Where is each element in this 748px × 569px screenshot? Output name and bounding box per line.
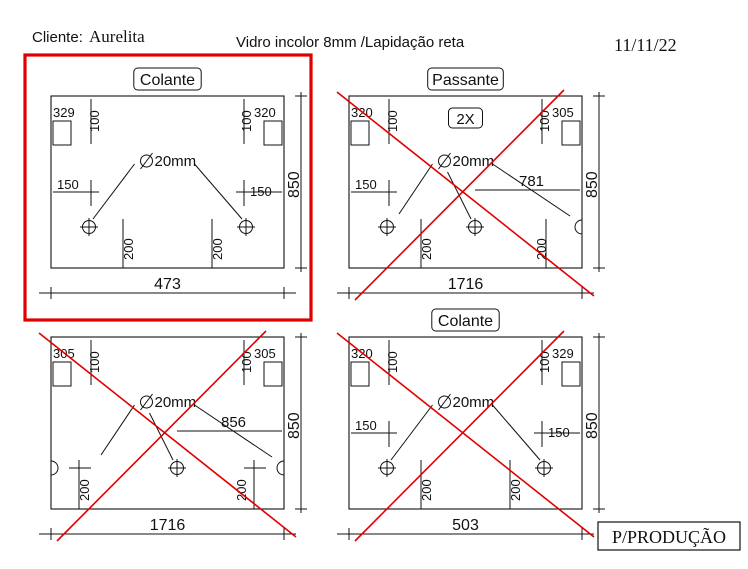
void-cross-a [336, 91, 595, 297]
void-cross-b [354, 330, 565, 542]
panel-p4: Colante32032910010020mm15015020020050385… [336, 308, 605, 542]
order-date: 11/11/22 [614, 35, 677, 55]
offset-dim-right: 100 [537, 110, 552, 132]
corner-dim-right: 305 [552, 105, 574, 120]
void-cross-a [336, 332, 595, 538]
bottom-dim-left: 200 [77, 479, 92, 501]
corner-dim-right: 305 [254, 346, 276, 361]
overall-height: 850 [584, 412, 601, 439]
void-cross-a [38, 332, 297, 538]
corner-cutout-right [263, 120, 283, 146]
production-stamp: P/PRODUÇÃO [612, 526, 726, 547]
corner-dim-right: 320 [254, 105, 276, 120]
corner-cutout-left [52, 361, 72, 387]
leader-left [398, 163, 433, 215]
corner-cutout-right [561, 361, 581, 387]
void-cross-b [354, 89, 565, 301]
hole-diameter: 20mm [453, 394, 495, 411]
diameter-symbol [438, 395, 451, 409]
panel-tag: Passante [432, 72, 499, 89]
overall-width: 503 [452, 517, 479, 534]
overall-width: 473 [154, 276, 181, 293]
panel-tag: Colante [140, 72, 195, 89]
offset-dim-left: 100 [87, 351, 102, 373]
corner-dim-right: 329 [552, 346, 574, 361]
hole-diameter: 20mm [155, 394, 197, 411]
hole-diameter: 20mm [155, 153, 197, 170]
bottom-dim-left: 200 [419, 479, 434, 501]
selected-frame [23, 53, 313, 322]
void-cross-b [56, 330, 267, 542]
offset-dim-right: 100 [239, 110, 254, 132]
overall-height: 850 [584, 171, 601, 198]
hole-side-dim-right: 150 [250, 184, 272, 199]
diameter-slash [140, 393, 153, 411]
overall-width: 1716 [448, 276, 484, 293]
panel-tag-box [431, 308, 500, 332]
glass-outline [50, 336, 285, 510]
bottom-dim-left: 200 [419, 238, 434, 260]
diameter-slash [438, 152, 451, 170]
client-name: Aurelita [89, 27, 145, 46]
panel-tag-box [427, 67, 504, 91]
diameter-symbol [140, 395, 153, 409]
glass-outline [348, 336, 583, 510]
corner-cutout-left [52, 120, 72, 146]
production-stamp-box [597, 521, 741, 551]
edge-notch-right [574, 219, 583, 235]
glass-outline [348, 95, 583, 269]
edge-notch-right [276, 460, 285, 476]
hole-side-dim-left: 150 [57, 177, 79, 192]
client-label: Cliente: [32, 29, 83, 46]
hole-side-dim-right: 150 [548, 425, 570, 440]
offset-dim-right: 100 [537, 351, 552, 373]
panel-tag-box [133, 67, 202, 91]
offset-dim-left: 100 [87, 110, 102, 132]
offset-dim-left: 100 [385, 110, 400, 132]
panel-p3: 30530510010020mm8562002001716850 [38, 330, 307, 542]
leader-left [390, 404, 433, 461]
corner-dim-left: 329 [53, 105, 75, 120]
overall-width: 1716 [150, 517, 186, 534]
quantity: 2X [456, 111, 474, 128]
leader-left [100, 404, 135, 456]
overall-height: 850 [286, 171, 303, 198]
bottom-dim-left: 200 [121, 238, 136, 260]
bottom-dim-right: 200 [534, 238, 549, 260]
edge-notch-left [50, 460, 59, 476]
offset-dim-right: 100 [239, 351, 254, 373]
diameter-slash [438, 393, 451, 411]
glass-outline [50, 95, 285, 269]
hole-side-dim-left: 150 [355, 177, 377, 192]
bottom-dim-right: 200 [234, 479, 249, 501]
corner-cutout-left [350, 361, 370, 387]
panel-p2: Passante32030510010020mm7811502002002X17… [336, 67, 605, 301]
offset-dim-left: 100 [385, 351, 400, 373]
glass-spec: Vidro incolor 8mm /Lapidação reta [236, 34, 465, 51]
center-distance: 781 [519, 173, 544, 190]
hole-side-dim-left: 150 [355, 418, 377, 433]
hole-diameter: 20mm [453, 153, 495, 170]
panel-tag: Colante [438, 313, 493, 330]
diameter-slash [140, 152, 153, 170]
diameter-symbol [438, 154, 451, 168]
corner-cutout-right [561, 120, 581, 146]
corner-cutout-left [350, 120, 370, 146]
leader-right [492, 404, 541, 461]
bottom-dim-right: 200 [508, 479, 523, 501]
bottom-dim-right: 200 [210, 238, 225, 260]
diameter-symbol [140, 154, 153, 168]
quantity-box [448, 107, 483, 129]
leader-left [92, 163, 135, 220]
leader-right [194, 163, 243, 220]
center-distance: 856 [221, 414, 246, 431]
corner-cutout-right [263, 361, 283, 387]
overall-height: 850 [286, 412, 303, 439]
